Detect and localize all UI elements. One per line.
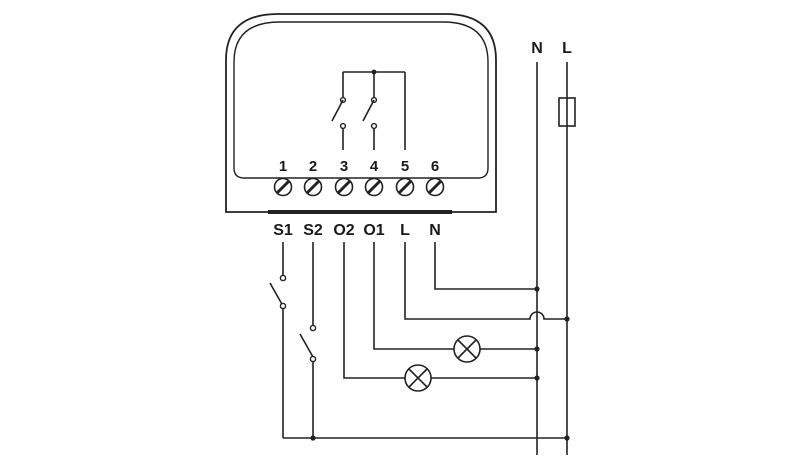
wire-l — [404, 242, 567, 320]
terminal-label-n: N — [429, 222, 441, 239]
terminal-number: 6 — [431, 158, 439, 175]
switch-icon — [269, 282, 284, 307]
switch-s2 — [299, 242, 317, 438]
screw-terminal-icon — [425, 177, 445, 197]
internal-relay-contacts — [331, 69, 406, 150]
lamp-icon — [404, 364, 432, 392]
switch-icon — [299, 333, 314, 358]
relay-module: 1 2 3 4 5 6 — [225, 13, 497, 214]
terminal-number: 3 — [340, 158, 348, 175]
screw-terminal-icon — [334, 177, 354, 197]
module-housing-inner — [233, 21, 489, 179]
terminal-label-o1: O1 — [363, 222, 384, 239]
wire-o1 — [373, 242, 454, 350]
lamp-icon — [453, 335, 481, 363]
terminal-number: 1 — [279, 158, 287, 175]
switch-s1 — [269, 242, 287, 438]
supply-label-line: L — [562, 40, 572, 57]
supply-label-neutral: N — [531, 40, 543, 57]
terminal-label-o2: O2 — [333, 222, 354, 239]
wire-n — [434, 242, 537, 290]
terminal-number: 4 — [370, 158, 379, 175]
screw-terminal-icon — [364, 177, 384, 197]
wire-o2 — [343, 242, 405, 379]
terminal-label-s1: S1 — [273, 222, 293, 239]
switch-icon — [331, 99, 344, 122]
switch-icon — [362, 99, 375, 122]
terminal-number: 5 — [401, 158, 409, 175]
screw-terminal-icon — [395, 177, 415, 197]
terminal-label-s2: S2 — [303, 222, 323, 239]
terminal-label-l: L — [400, 222, 410, 239]
terminal-number: 2 — [309, 158, 317, 175]
screw-terminal-icon — [303, 177, 323, 197]
screw-terminal-icon — [273, 177, 293, 197]
